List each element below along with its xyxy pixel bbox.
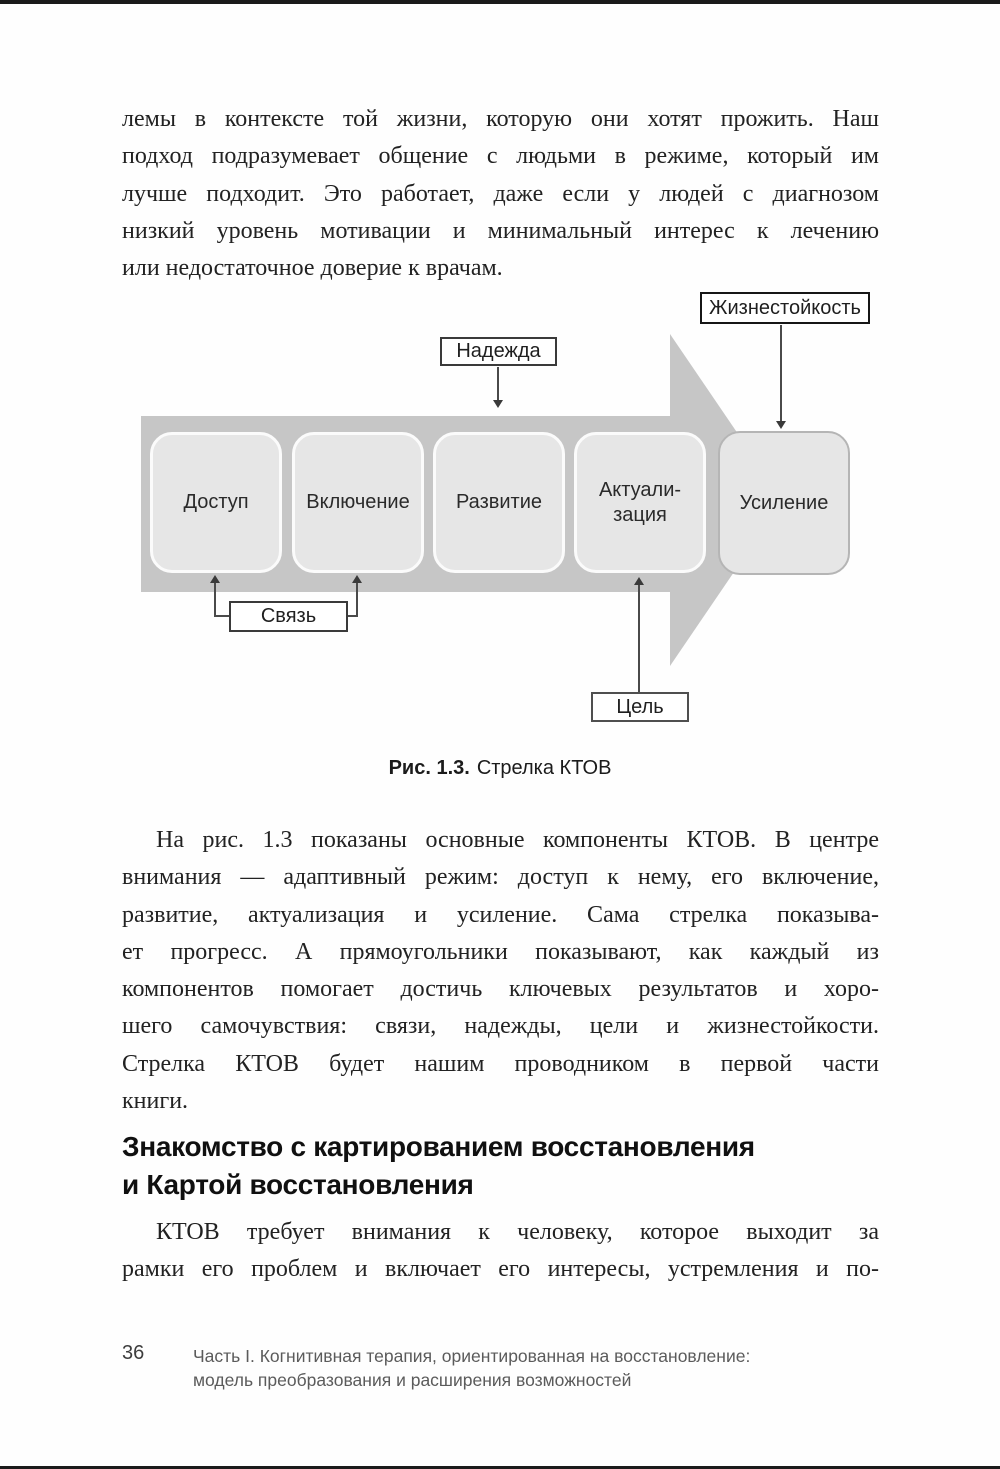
connection-right-arrowhead-icon	[352, 575, 362, 583]
text-line: внимания — адаптивный режим: доступ к не…	[122, 864, 879, 891]
text-line: КТОВ требует внимания к человеку, которо…	[156, 1219, 879, 1245]
callout-hope-label: Надежда	[456, 340, 541, 362]
text-line: книги.	[122, 1088, 189, 1115]
text-line: низкий уровень мотивации и минимальный и…	[122, 217, 879, 244]
stage-access: Доступ	[150, 432, 282, 573]
text-line: ет прогресс. А прямоугольники показывают…	[122, 938, 879, 965]
figure-ktob-arrow: Жизнестойкость Надежда Доступ Включение …	[0, 290, 1000, 740]
stage-inclusion-label: Включение	[306, 491, 410, 513]
goal-connector-line	[638, 585, 640, 692]
text-line: компонентов помогает достичь ключевых ре…	[122, 976, 879, 1003]
section-heading-line-1: Знакомство с картированием восстановлени…	[122, 1131, 755, 1162]
text-line: рамки его проблем и включает его интерес…	[122, 1256, 879, 1283]
text-line: На рис. 1.3 показаны основные компоненты…	[156, 827, 879, 853]
page-number: 36	[122, 1342, 145, 1364]
goal-arrowhead-icon	[634, 577, 644, 585]
stage-strengthening: Усиление	[718, 431, 850, 575]
stage-strengthening-label: Усиление	[739, 491, 829, 514]
text-line: лемы в контексте той жизни, которую они …	[122, 106, 879, 132]
paragraph-section-intro: КТОВ требует внимания к человеку, которо…	[122, 1214, 879, 1289]
section-heading: Знакомство с картированием восстановлени…	[122, 1128, 882, 1204]
stage-development-label: Развитие	[456, 491, 542, 513]
stage-actualization-label: Актуали- зация	[598, 478, 682, 526]
connection-left-line	[214, 583, 216, 617]
running-footer: Часть I. Когнитивная терапия, ориентиров…	[193, 1344, 853, 1392]
callout-resilience-label: Жизнестойкость	[709, 296, 861, 319]
stage-development: Развитие	[433, 432, 565, 573]
figure-caption-text: Стрелка КТОВ	[476, 757, 612, 779]
callout-connection-label: Связь	[260, 605, 317, 627]
figure-caption: Рис. 1.3. Стрелка КТОВ	[0, 757, 1000, 780]
stage-inclusion: Включение	[292, 432, 424, 573]
stage-access-label: Доступ	[183, 491, 249, 513]
text-line: подход подразумевает общение с людьми в …	[122, 143, 879, 170]
paragraph-figure-description: На рис. 1.3 показаны основные компоненты…	[122, 822, 879, 1120]
hope-connector-line	[497, 367, 499, 400]
page-edge-bottom	[0, 1466, 1000, 1469]
callout-resilience: Жизнестойкость	[700, 292, 870, 324]
text-line: шего самочувствия: связи, надежды, цели …	[122, 1013, 879, 1040]
section-heading-line-2: и Картой восстановления	[122, 1169, 474, 1200]
callout-goal: Цель	[591, 692, 689, 722]
figure-caption-number: Рис. 1.3.	[388, 757, 470, 779]
callout-goal-label: Цель	[616, 695, 664, 718]
text-line: модель преобразования и расширения возмо…	[193, 1370, 632, 1390]
hope-arrowhead-icon	[493, 400, 503, 408]
text-line: развитие, актуализация и усиление. Сама …	[122, 901, 879, 928]
callout-hope: Надежда	[440, 337, 557, 366]
text-line: Стрелка КТОВ будет нашим проводником в п…	[122, 1050, 879, 1077]
text-line: Часть I. Когнитивная терапия, ориентиров…	[193, 1346, 751, 1366]
connection-right-line	[356, 583, 358, 617]
stage-actualization: Актуали- зация	[574, 432, 706, 573]
text-line: или недостаточное доверие к врачам.	[122, 255, 503, 282]
connection-left-arrowhead-icon	[210, 575, 220, 583]
callout-connection: Связь	[229, 601, 348, 632]
connection-right-stub	[347, 615, 358, 617]
page-edge-top	[0, 0, 1000, 4]
paragraph-continuation: лемы в контексте той жизни, которую они …	[122, 101, 879, 287]
text-line: лучше подходит. Это работает, даже если …	[122, 180, 879, 207]
connection-left-stub	[214, 615, 229, 617]
